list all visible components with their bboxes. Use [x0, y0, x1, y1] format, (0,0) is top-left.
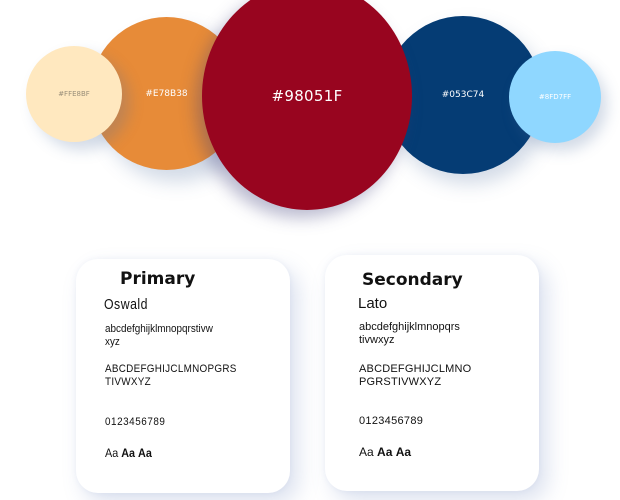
lowercase-sample: abcdefghijklmnopqrstivw xyz: [105, 323, 213, 348]
color-hex-label: #98051F: [271, 87, 343, 105]
font-name: Lato: [358, 295, 388, 312]
font-name: Oswald: [104, 296, 148, 313]
color-hex-label: #8FD7FF: [538, 93, 572, 101]
card-title: Primary: [120, 269, 196, 289]
secondary-font-card: Secondary Lato abcdefghijklmnopqrs tivwx…: [325, 255, 539, 491]
uppercase-sample: ABCDEFGHIJCLMNOPGRS TIVWXYZ: [105, 363, 237, 388]
uppercase-sample: ABCDEFGHIJCLMNO PGRSTIVWXYZ: [359, 363, 472, 388]
color-hex-label: #053C74: [441, 90, 485, 100]
lowercase-sample: abcdefghijklmnopqrs tivwxyz: [359, 321, 460, 346]
color-swatch-crimson: #98051F: [202, 0, 412, 210]
digits-sample: 0123456789: [359, 415, 424, 427]
color-hex-label: #E78B38: [145, 88, 188, 99]
color-swatch-cream: #FFE8BF: [26, 46, 122, 142]
weight-regular-sample: Aa: [359, 445, 374, 459]
weight-samples: Aa Aa Aa: [359, 446, 411, 459]
weight-bold-sample: Aa: [121, 446, 136, 460]
weight-black-sample: Aa: [138, 446, 152, 460]
digits-sample: 0123456789: [105, 416, 166, 428]
primary-font-card: Primary Oswald abcdefghijklmnopqrstivw x…: [76, 259, 290, 493]
weight-samples: Aa Aa Aa: [105, 447, 152, 460]
color-swatch-sky-blue: #8FD7FF: [509, 51, 601, 143]
weight-bold-sample: Aa: [377, 445, 393, 459]
weight-black-sample: Aa: [395, 445, 412, 459]
weight-regular-sample: Aa: [105, 446, 119, 460]
card-title: Secondary: [362, 270, 463, 290]
color-hex-label: #FFE8BF: [58, 90, 90, 98]
